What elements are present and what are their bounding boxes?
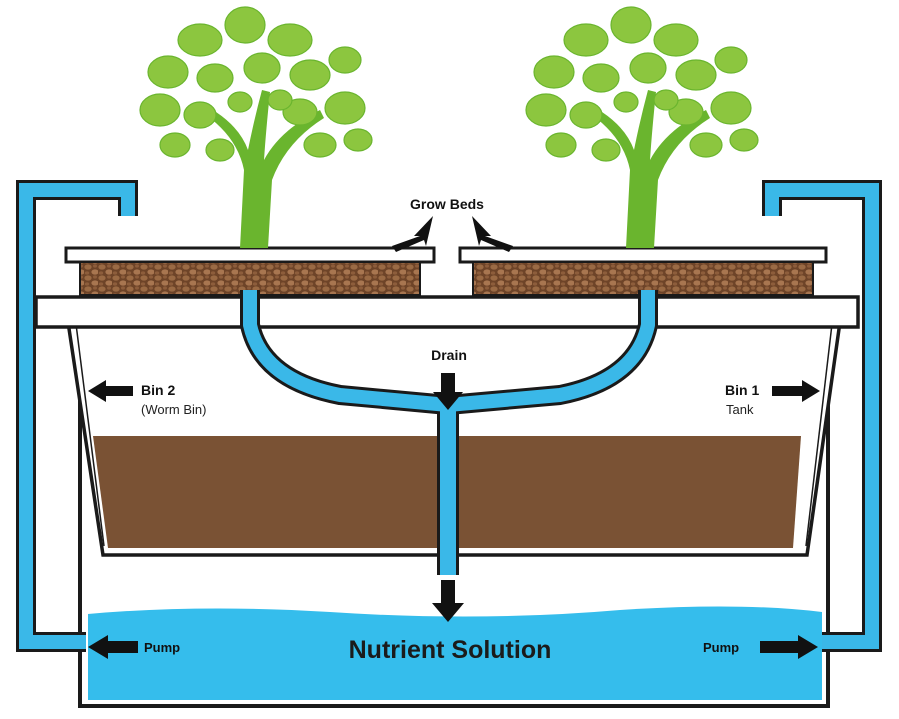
tree-icon [525, 6, 759, 248]
drain-pipe [240, 290, 658, 575]
pump-pipe-left [16, 180, 138, 652]
tree-icon [139, 6, 373, 248]
grow-bed-left [64, 246, 436, 296]
bin-lid [34, 295, 860, 329]
arrow-icon [88, 380, 133, 402]
grow-bed-right [458, 246, 828, 296]
water-tank [78, 310, 830, 708]
arrow-icon [433, 373, 463, 410]
arrow-icon [392, 216, 433, 252]
arrow-icon [88, 635, 138, 659]
nutrient-solution-label: Nutrient Solution [349, 636, 552, 664]
bin2-title: Bin 2 [141, 382, 175, 398]
bin1-title: Bin 1 [725, 382, 759, 398]
arrow-icon [472, 216, 513, 252]
bin1-subtitle: Tank [726, 402, 754, 417]
arrow-icon [760, 635, 818, 659]
pump-pipe-right [762, 180, 882, 652]
pump-right-label: Pump [703, 640, 739, 655]
arrow-icon [432, 580, 464, 622]
bin2-subtitle: (Worm Bin) [141, 402, 206, 417]
pump-left-label: Pump [144, 640, 180, 655]
arrow-icon [772, 380, 820, 402]
grow-beds-label: Grow Beds [410, 196, 484, 212]
drain-label: Drain [431, 347, 467, 363]
